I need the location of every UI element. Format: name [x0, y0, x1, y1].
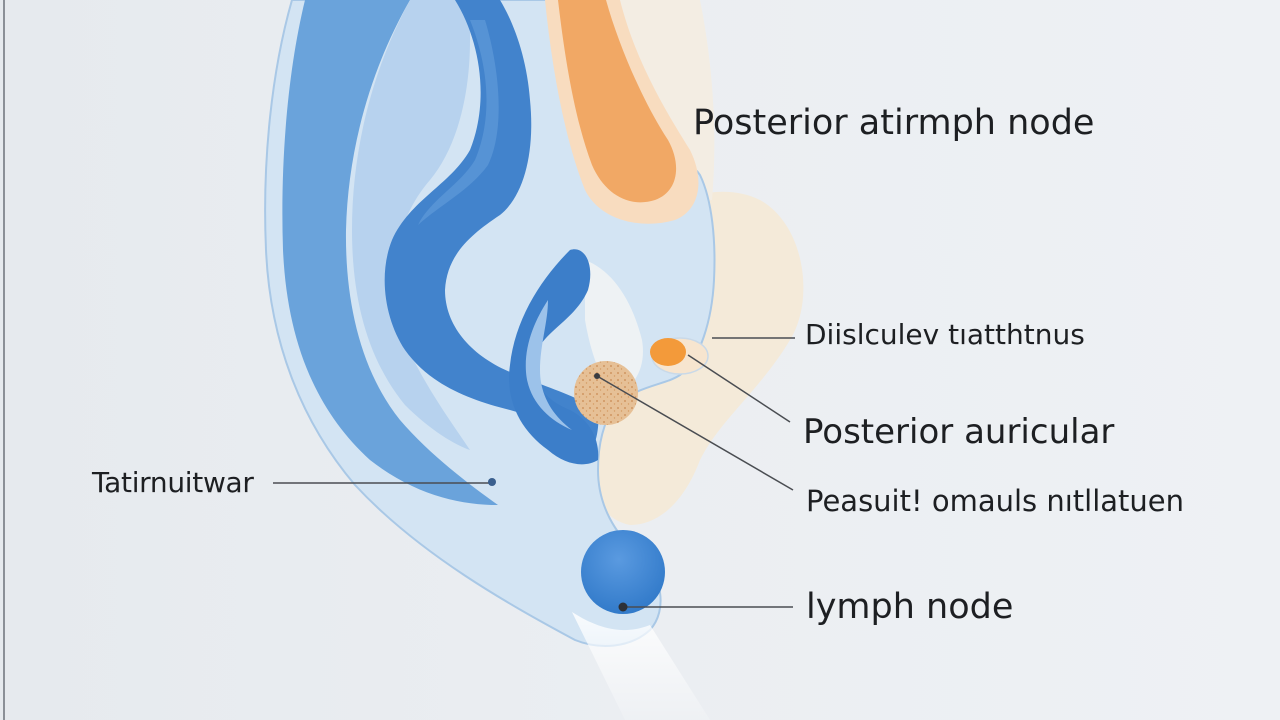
label-posterior-atirmph-node: Posterior atirmph node: [693, 103, 1095, 143]
tan-dotted-node: [574, 361, 638, 425]
light-streak: [572, 612, 710, 720]
label-lymph-node: lymph node: [806, 587, 1014, 627]
label-posterior-auricular: Posterior auricular: [803, 412, 1115, 452]
antihelix-swirl: [384, 0, 599, 460]
earlobe-node: [581, 530, 665, 614]
upper-orange-region: [558, 0, 677, 203]
leader-line-peasuit: [596, 375, 794, 491]
scapha-zone: [352, 0, 470, 450]
label-tatirnuitwar: Tatirnuitwar: [92, 466, 254, 499]
leader-line-posterior-auricular: [687, 354, 791, 423]
label-diislculev: Diislculev tıatthtnus: [805, 318, 1085, 351]
antihelix-highlight: [418, 20, 499, 225]
helix-band: [282, 0, 498, 505]
orange-node: [650, 338, 686, 366]
crus-inner-crescent: [525, 300, 572, 430]
crus-hook: [509, 249, 599, 465]
leader-dot-lymph-node: [618, 602, 628, 612]
label-peasuit: Peasuit! omauls nıtllatuen: [806, 484, 1185, 518]
leader-dot-tatirnuitwar: [488, 478, 496, 486]
leader-dot-peasuit: [594, 373, 600, 379]
